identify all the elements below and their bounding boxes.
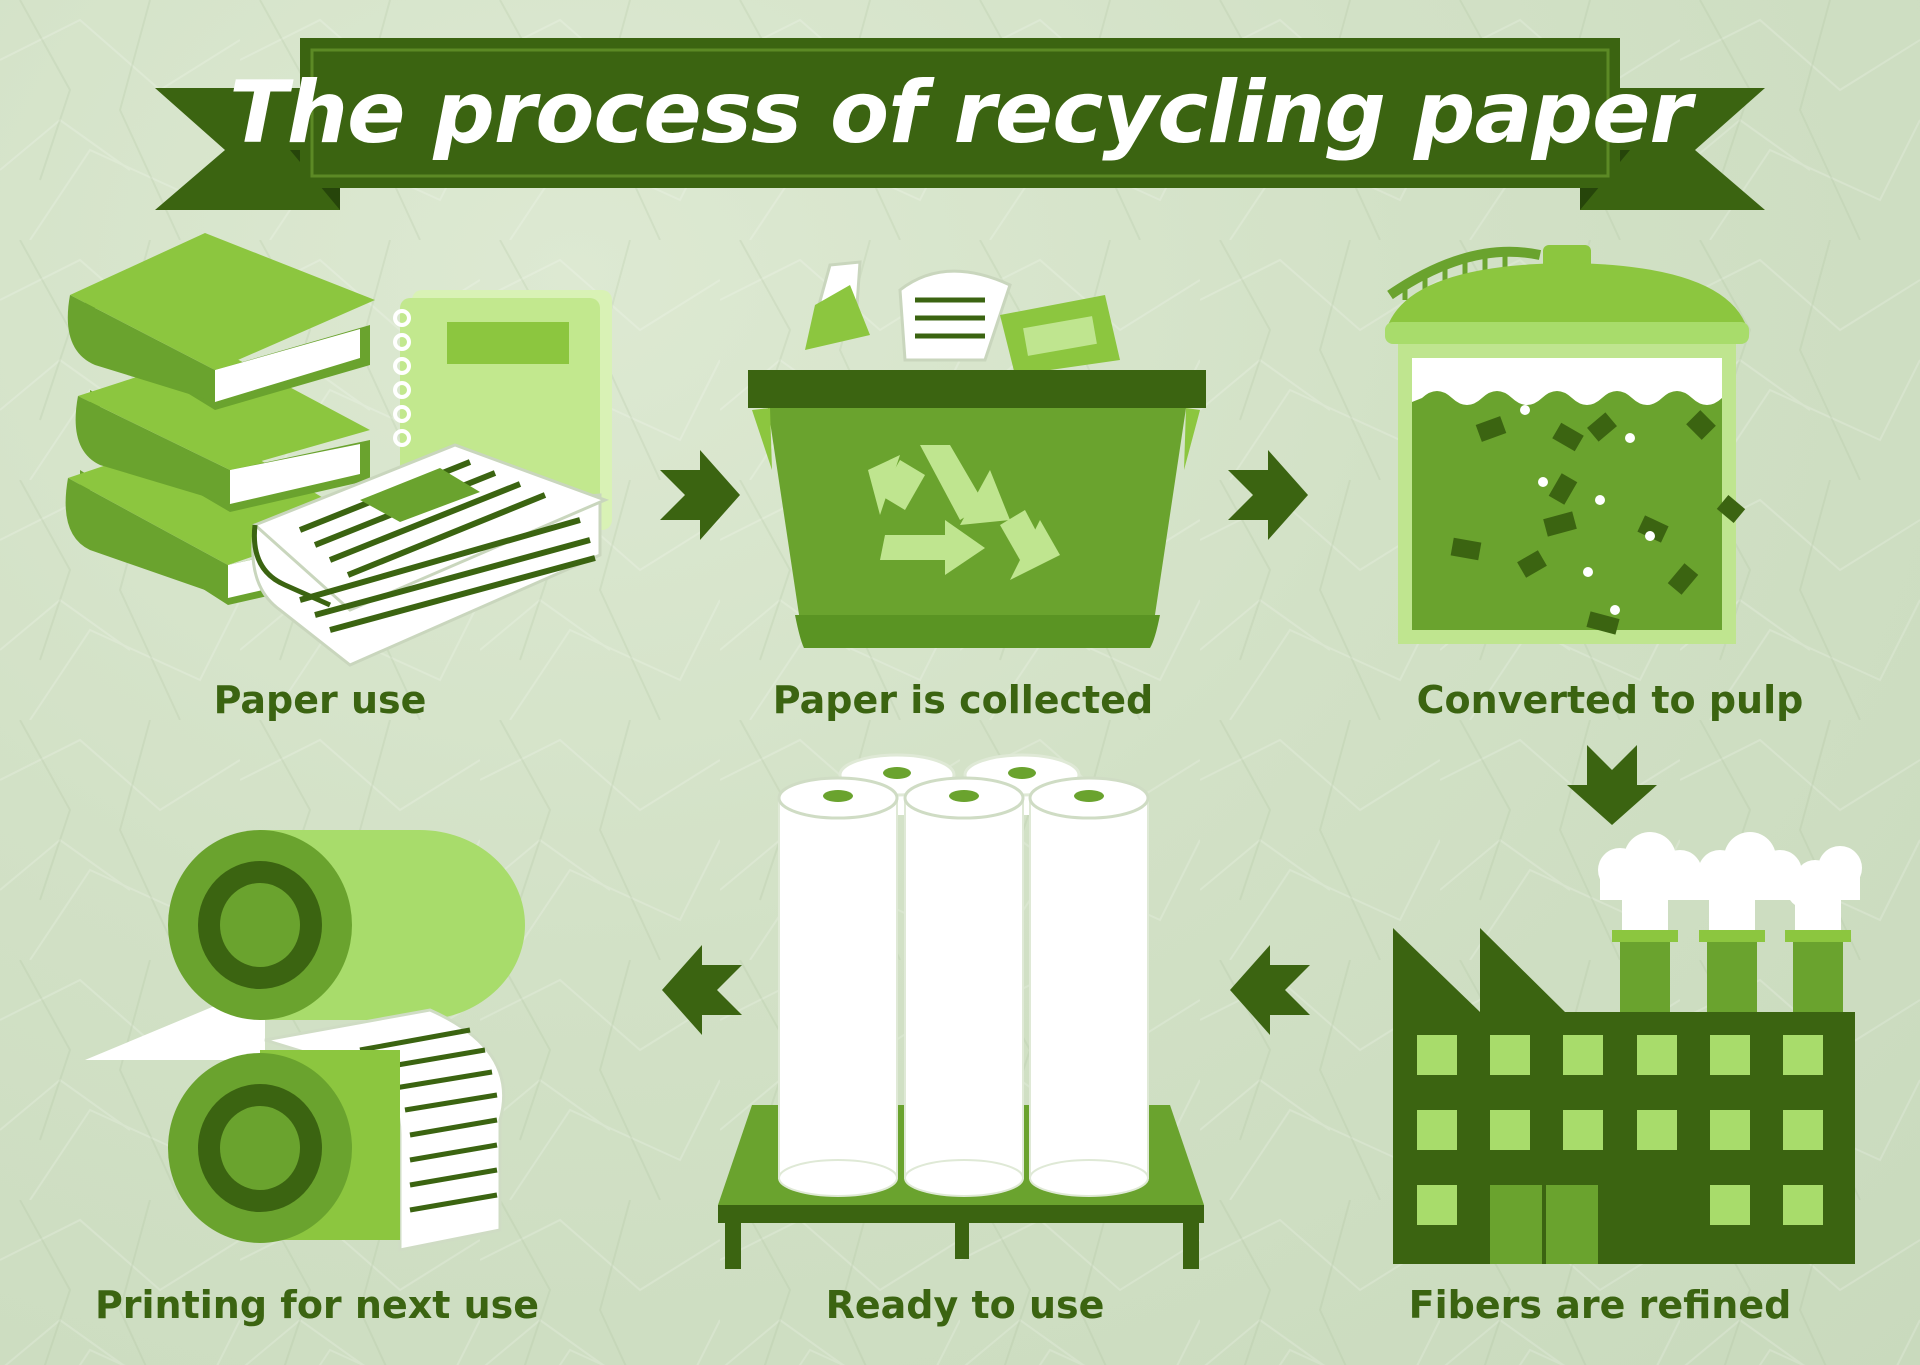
step-label-converted-to-pulp: Converted to pulp [1416, 678, 1804, 722]
step-label-paper-collected: Paper is collected [772, 678, 1154, 722]
step-label-printing-next-use: Printing for next use [94, 1283, 540, 1327]
factory-icon [1393, 832, 1862, 1264]
page-title: The process of recycling paper [229, 63, 1692, 163]
banner-ribbon [300, 38, 1620, 188]
bin-rim [748, 370, 1206, 408]
printing-rollers-icon [85, 830, 525, 1252]
recycle-symbol-icon [868, 445, 1060, 580]
arrow-left-icon [1230, 945, 1310, 1035]
recycling-bin-icon [748, 260, 1206, 648]
step-label-ready-to-use: Ready to use [825, 1283, 1105, 1327]
banner-right-tail [1580, 88, 1765, 210]
arrow-left-icon [662, 945, 742, 1035]
paper-rolls-pallet-icon [718, 753, 1204, 1269]
arrow-right-icon [1228, 450, 1308, 540]
arrow-right-icon [660, 450, 740, 540]
books-newspaper-icon [65, 233, 612, 667]
title-banner [155, 38, 1765, 210]
arrow-down-icon [1567, 745, 1657, 825]
pulp-tank-icon [1385, 245, 1749, 644]
banner-left-tail [155, 88, 340, 210]
step-label-paper-use: Paper use [213, 678, 427, 722]
step-label-fibers-refined: Fibers are refined [1408, 1283, 1792, 1327]
flow-arrows [660, 450, 1657, 1035]
